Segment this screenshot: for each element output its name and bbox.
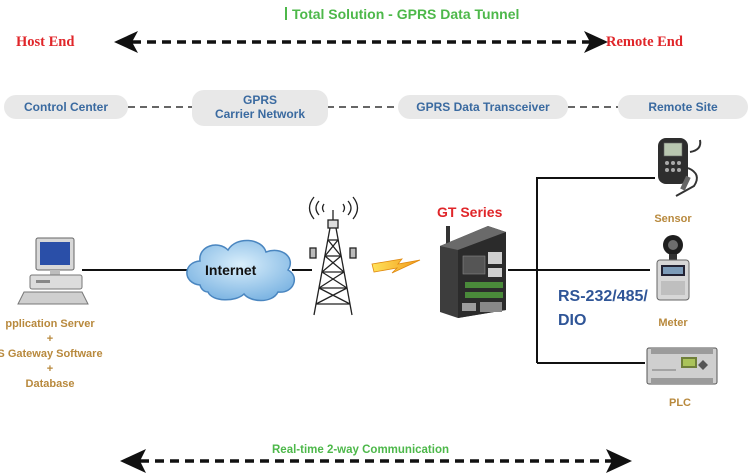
gt-series-label: GT Series: [437, 204, 503, 220]
stage-gprs-line2: Carrier Network: [214, 107, 306, 121]
stage-gprs-line1: GPRS: [242, 93, 277, 107]
diagram-title: Total Solution - GPRS Data Tunnel: [285, 6, 519, 22]
server-line-3: S Gateway Software: [0, 348, 103, 360]
meter-label: Meter: [658, 317, 688, 329]
sensor-label: Sensor: [654, 213, 692, 225]
top-double-arrow: [114, 31, 608, 53]
server-caption: pplication Server + S Gateway Software +…: [0, 317, 120, 392]
server-line-5: Database: [25, 378, 75, 390]
internet-cloud-icon: [186, 239, 296, 302]
computer-icon: [17, 237, 89, 305]
plc-label: PLC: [669, 397, 691, 409]
stage-remote-site: Remote Site: [618, 95, 748, 119]
stage-control-center: Control Center: [4, 95, 128, 119]
rs-line2: DIO: [558, 312, 587, 329]
stage-gprs-transceiver: GPRS Data Transceiver: [398, 95, 568, 119]
radio-tower-icon: [308, 196, 359, 316]
network-lines: [82, 177, 655, 364]
server-line-1: pplication Server: [5, 318, 95, 330]
plc-icon: [646, 347, 718, 385]
remote-end-label: Remote End: [606, 34, 683, 50]
rs-interface-label: RS-232/485/ DIO: [558, 285, 648, 333]
gt-series-device-icon: [440, 226, 506, 318]
meter-icon: [656, 235, 690, 301]
lightning-bolt-icon: [371, 258, 421, 274]
internet-label: Internet: [205, 262, 257, 278]
server-line-4: +: [46, 363, 54, 375]
stage-gprs-carrier-network: GPRS Carrier Network: [192, 90, 328, 126]
sensor-icon: [658, 138, 702, 197]
server-line-2: +: [46, 333, 54, 345]
host-end-label: Host End: [16, 34, 75, 50]
realtime-communication-label: Real-time 2-way Communication: [272, 444, 450, 456]
rs-line1: RS-232/485/: [558, 288, 648, 305]
bottom-double-arrow: [120, 449, 632, 473]
